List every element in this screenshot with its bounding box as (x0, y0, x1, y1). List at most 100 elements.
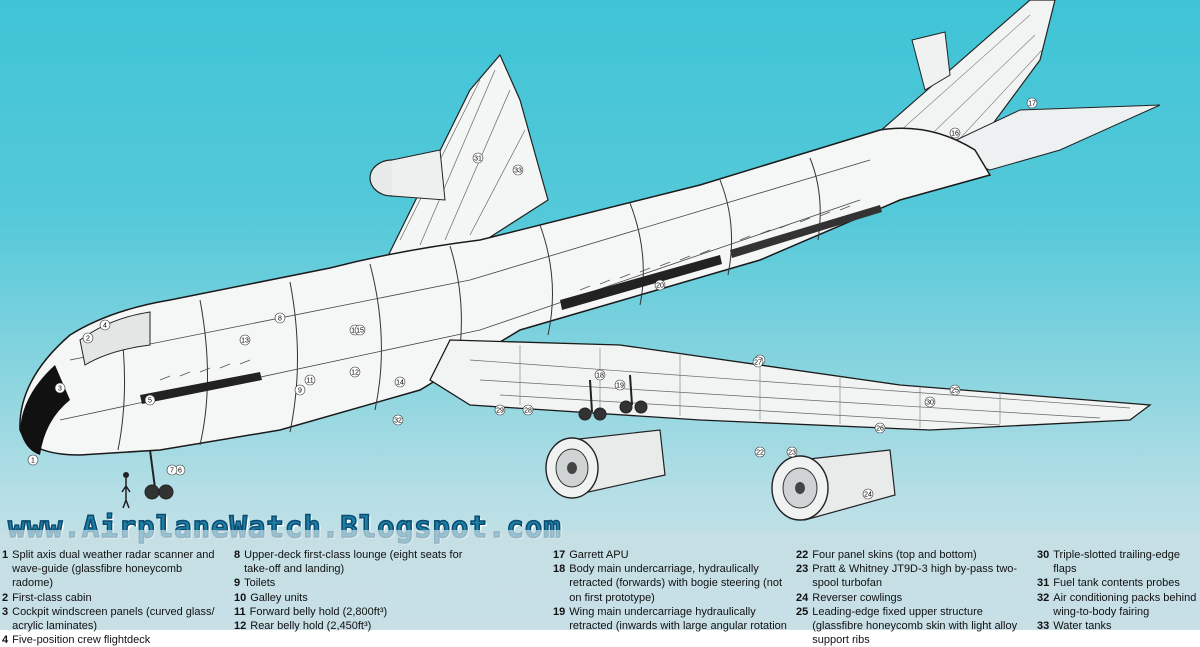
callout-number: 12 (351, 369, 359, 376)
aircraft-cutaway-illustration: 1234567891011121314151617181920212223242… (19, 0, 1161, 521)
legend-item-text: Four panel skins (top and bottom) (812, 549, 977, 561)
callout-marker (862, 488, 874, 500)
callout-number: 25 (951, 387, 959, 394)
callout-number: 19 (616, 382, 624, 389)
callout-number: 16 (951, 130, 959, 137)
legend-item-number: 9 (234, 577, 241, 590)
legend-item-text: Upper-deck first-class lounge (eight sea… (244, 549, 463, 576)
callout-number: 1 (31, 457, 35, 464)
legend-item-text: Forward belly hold (2,800ft³) (249, 605, 388, 618)
legend-item-text: Garrett APU (569, 549, 629, 561)
callout-marker (99, 319, 111, 331)
callout-number: 17 (1028, 100, 1036, 107)
callout-marker (392, 414, 404, 426)
callout-marker (144, 394, 156, 406)
callout-marker (494, 404, 506, 416)
callout-marker (304, 374, 316, 386)
callout-number: 13 (241, 337, 249, 344)
legend-item-text: Fuel tank contents probes (1053, 577, 1180, 590)
legend-item-number: 33 (1037, 620, 1050, 633)
callout-marker (949, 384, 961, 396)
legend-item-number: 23 (796, 563, 809, 576)
legend-item-text: First-class cabin (12, 591, 92, 604)
callout-number: 22 (756, 449, 764, 456)
legend-item-text: Leading-edge fixed upper structure (glas… (812, 605, 1018, 647)
legend-item-text: Body main undercarriage, hydraulically r… (569, 563, 783, 604)
legend-item-number: 31 (1037, 577, 1050, 590)
legend-item-number: 19 (553, 605, 566, 618)
callout-number: 8 (278, 315, 282, 322)
callout-number: 30 (926, 399, 934, 406)
callout-marker (166, 464, 178, 476)
callout-number: 29 (496, 407, 504, 414)
legend-item-text: Triple-slotted trailing-edge flaps (1053, 549, 1181, 576)
callout-marker (512, 164, 524, 176)
callout-number: 27 (754, 359, 762, 366)
callout-marker (786, 446, 798, 458)
callout-marker (522, 404, 534, 416)
callout-marker (949, 127, 961, 139)
inboard-engine (545, 429, 666, 499)
callout-marker (54, 382, 66, 394)
callout-marker (874, 422, 886, 434)
legend-item-number: 12 (234, 620, 247, 633)
callout-marker (752, 356, 764, 368)
callout-marker (27, 454, 39, 466)
legend-item-number: 18 (553, 563, 566, 576)
legend-item-number: 8 (234, 549, 241, 561)
legend-item-number: 4 (2, 634, 9, 647)
legend-item-number: 1 (2, 549, 9, 561)
legend-item-text: Water tanks (1053, 620, 1112, 633)
callout-number: 6 (178, 467, 182, 474)
legend-item-number: 10 (234, 591, 247, 604)
legend-item-text: Galley units (250, 591, 308, 604)
callout-number: 28 (524, 407, 532, 414)
legend-item-text: Air conditioning packs behind wing-to-bo… (1053, 591, 1197, 618)
callout-number: 3 (58, 385, 62, 392)
callout-marker (594, 369, 606, 381)
callout-marker (614, 379, 626, 391)
legend-item-number: 24 (796, 591, 809, 604)
callout-marker (472, 152, 484, 164)
callout-marker (924, 396, 936, 408)
callout-number: 7 (170, 467, 174, 474)
callout-number: 5 (148, 397, 152, 404)
callout-number: 11 (306, 377, 313, 384)
callout-marker (349, 366, 361, 378)
callout-marker (1026, 97, 1038, 109)
legend-item-text: Reverser cowlings (812, 591, 903, 604)
callout-marker (294, 384, 306, 396)
legend-item-number: 32 (1037, 591, 1050, 604)
callout-number: 24 (864, 491, 872, 498)
legend-item-text: Rear belly hold (2,450ft³) (250, 620, 372, 633)
outboard-engine (771, 449, 896, 521)
legend-item-number: 22 (796, 549, 809, 561)
legend-item-number: 2 (2, 591, 9, 604)
legend-item-number: 11 (234, 605, 246, 618)
callout-number: 15 (356, 327, 364, 334)
callout-number: 2 (86, 335, 90, 342)
fuselage (19, 127, 992, 456)
